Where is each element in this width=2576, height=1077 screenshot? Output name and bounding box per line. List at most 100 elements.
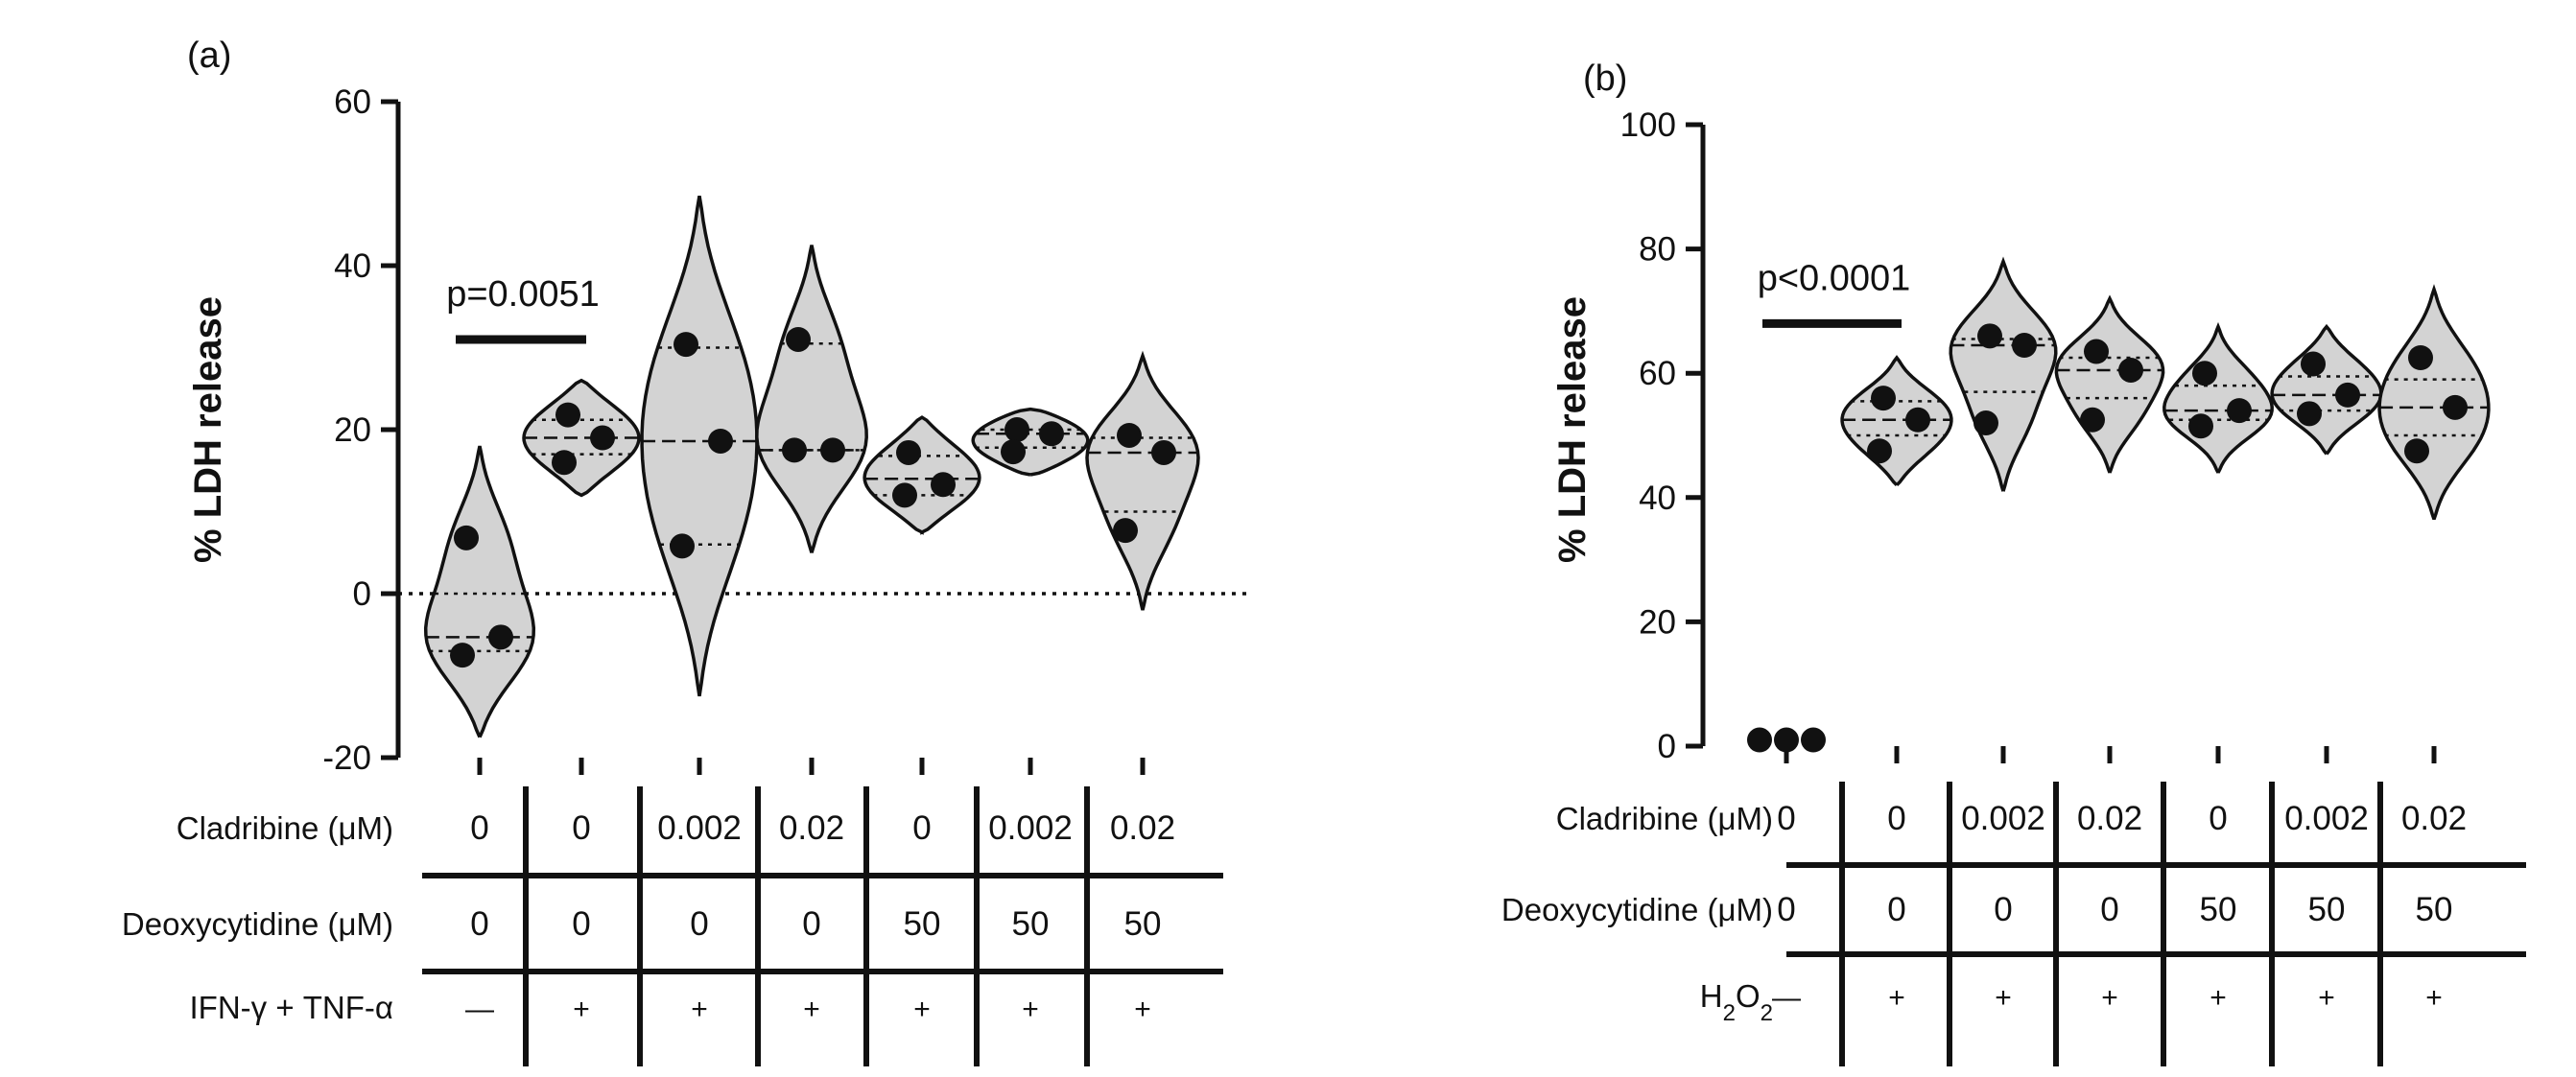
y-tick-label: 0 (1658, 728, 1676, 765)
violin-group-4 (2054, 294, 2165, 474)
data-point (1977, 323, 2002, 349)
data-point (2408, 345, 2433, 370)
violin-group-6 (2270, 323, 2383, 456)
table-row-label: Deoxycytidine (μM) (1501, 892, 1773, 927)
y-axis-label: % LDH release (187, 296, 229, 563)
table-cell: 0.02 (1110, 809, 1175, 847)
table-cell: 50 (2308, 891, 2346, 928)
data-point (892, 482, 917, 508)
table-cell: + (2318, 982, 2335, 1014)
table-cell: + (913, 994, 931, 1025)
table-cell: 0.002 (1961, 800, 2045, 837)
data-point (2192, 361, 2217, 386)
data-point (450, 643, 475, 668)
data-point (1117, 422, 1142, 448)
data-point (1004, 417, 1029, 442)
data-point (896, 439, 921, 465)
violin-shape (1949, 256, 2058, 492)
y-tick-label: 100 (1620, 106, 1676, 144)
violin-shape (2162, 321, 2274, 474)
table-cell: 50 (1124, 905, 1162, 943)
y-tick-label: 40 (334, 247, 371, 285)
table-row-label: Deoxycytidine (μM) (122, 906, 393, 942)
data-point (590, 425, 615, 451)
data-point (1801, 727, 1826, 753)
table-cell: 0 (470, 809, 488, 847)
table-cell: 0 (572, 809, 590, 847)
table-cell: + (1022, 994, 1039, 1025)
violin-shape (755, 245, 868, 553)
violin-shape (863, 415, 981, 535)
violin-group-2 (1840, 355, 1953, 487)
data-point (1039, 421, 1064, 447)
data-point (674, 332, 698, 358)
table-cell: 0.02 (2077, 800, 2142, 837)
panel-b: (b)% LDH release020406080100p<0.0001Clad… (1501, 59, 2526, 1066)
table-cell: 50 (2200, 891, 2237, 928)
data-point (1001, 439, 1026, 465)
panel-label: (b) (1583, 59, 1627, 99)
data-point (931, 472, 956, 498)
violin-shape (423, 445, 536, 738)
table-cell: 0 (690, 905, 708, 943)
y-tick-label: -20 (322, 739, 371, 777)
table-cell: + (803, 994, 820, 1025)
violin-shape (522, 378, 641, 498)
y-tick-label: 40 (1639, 480, 1676, 517)
table-cell: + (2210, 982, 2227, 1014)
table-cell: 0 (1887, 891, 1905, 928)
table-row-label: H2O2 (1700, 978, 1773, 1026)
violin-group-5 (2162, 321, 2274, 474)
data-point (708, 428, 733, 454)
table-cell: + (1888, 982, 1905, 1014)
table-cell: + (1995, 982, 2012, 1014)
data-point (1905, 407, 1930, 433)
violin-group-3 (1949, 256, 2058, 492)
table-cell: 0.002 (988, 809, 1073, 847)
data-point (552, 450, 577, 476)
table-cell: 0 (1777, 891, 1795, 928)
violin-shape (1085, 350, 1200, 611)
table-row-label: Cladribine (μM) (177, 810, 393, 846)
table-cell: 0 (470, 905, 488, 943)
data-point (2188, 413, 2213, 439)
table-cell: 50 (2416, 891, 2453, 928)
violin-shape (640, 196, 759, 697)
panel-a: (a)% LDH release-200204060p=0.0051Cladri… (122, 35, 1248, 1066)
violin-group-1 (423, 445, 536, 738)
data-point (1774, 727, 1799, 753)
data-point (1871, 386, 1896, 411)
violin-group-1 (1747, 727, 1826, 753)
violin-group-4 (755, 245, 868, 553)
table-cell: + (691, 994, 708, 1025)
violin-group-6 (971, 407, 1090, 477)
table-cell: 0 (1994, 891, 2012, 928)
table-cell: 0.002 (2284, 800, 2369, 837)
panel-label: (a) (187, 35, 231, 76)
data-point (2084, 339, 2109, 364)
violin-group-2 (522, 378, 641, 498)
table-cell: 0 (802, 905, 820, 943)
data-point (555, 402, 580, 428)
data-point (1151, 439, 1176, 465)
violin-shape (2377, 284, 2491, 521)
violin-shape (971, 407, 1090, 477)
table-cell: 0.02 (2401, 800, 2467, 837)
data-point (2301, 351, 2326, 377)
table-row-label: IFN-γ + TNF-α (190, 990, 393, 1025)
table-cell: — (1772, 982, 1801, 1014)
table-cell: + (2425, 982, 2443, 1014)
data-point (786, 326, 811, 352)
violin-group-7 (2377, 284, 2491, 521)
y-tick-label: 0 (353, 575, 371, 613)
y-axis-label: % LDH release (1551, 296, 1594, 563)
data-point (2227, 398, 2252, 424)
table-cell: — (465, 994, 494, 1025)
data-point (820, 437, 845, 463)
data-point (2443, 394, 2468, 420)
data-point (2118, 357, 2143, 383)
table-cell: + (573, 994, 590, 1025)
data-point (1867, 438, 1892, 464)
